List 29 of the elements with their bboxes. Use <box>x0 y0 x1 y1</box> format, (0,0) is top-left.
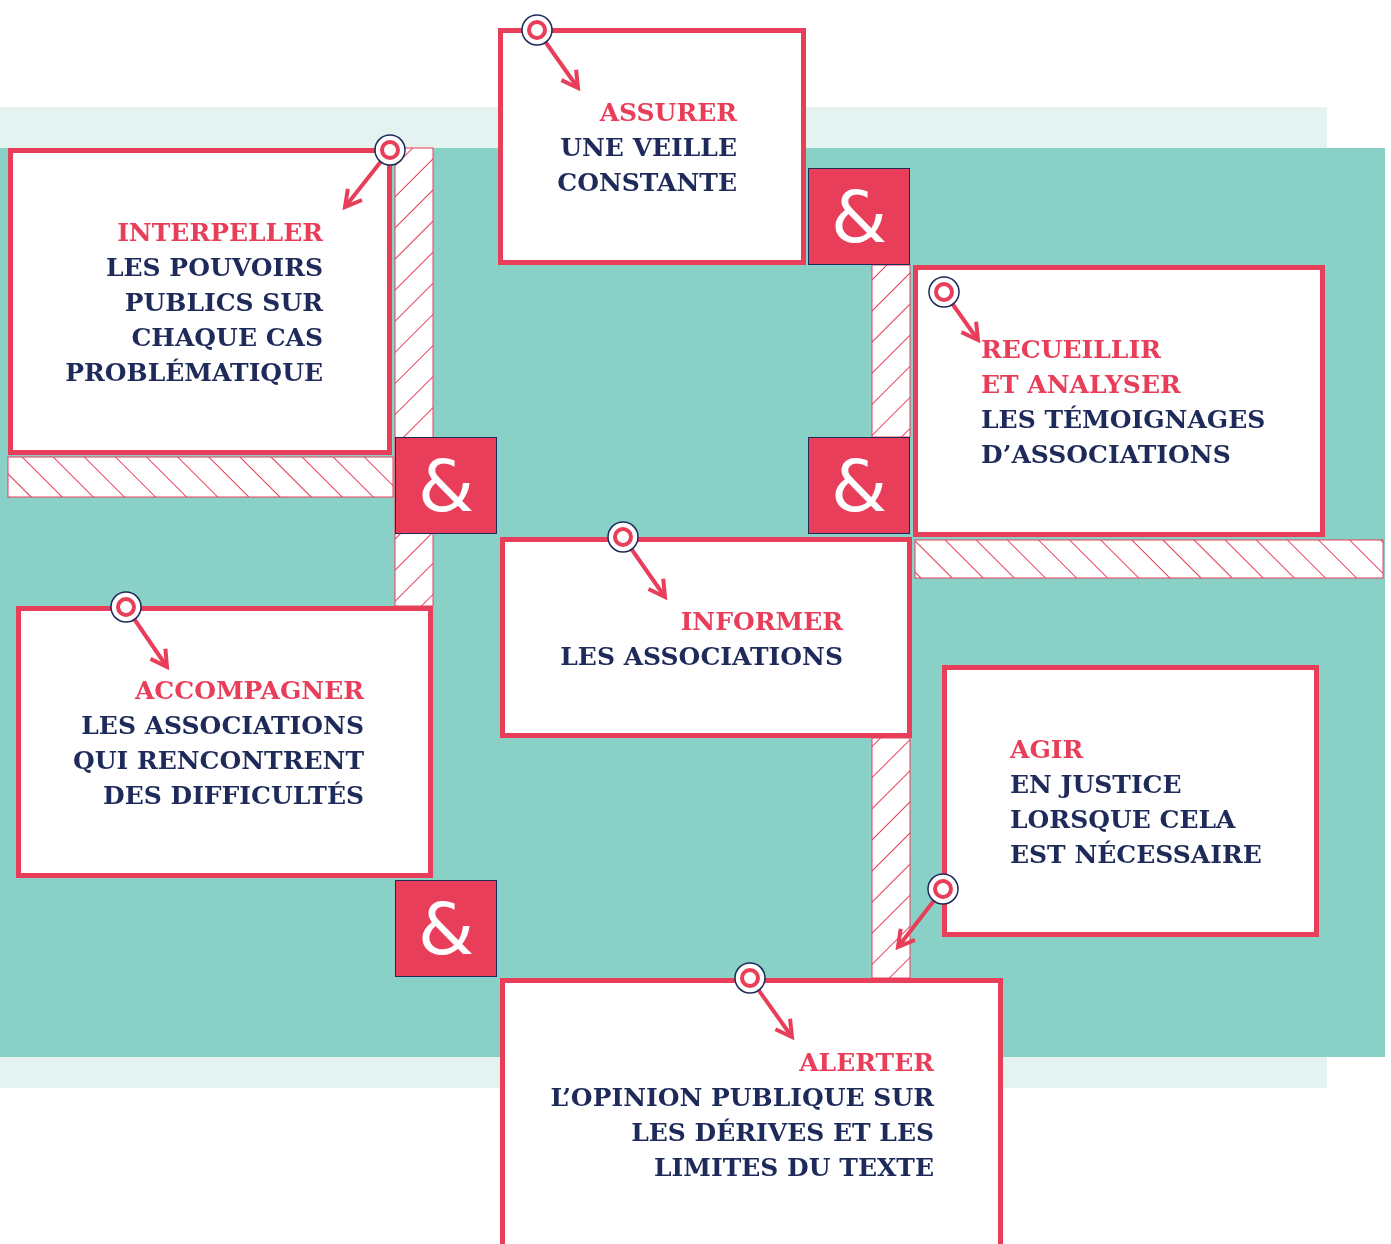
ampersand-tile <box>808 168 910 265</box>
text-card <box>942 665 1319 937</box>
body-text: UNE VEILLE CONSTANTE <box>556 132 737 199</box>
heading-text: INTERPELLER <box>116 217 323 249</box>
body-text: LES ASSOCIATIONS QUI RENCONTRENT DES DIFFICULTÉS <box>71 710 364 812</box>
ampersand-tile <box>395 880 497 977</box>
heading-text: ACCOMPAGNER <box>133 675 364 707</box>
text-card <box>913 265 1325 537</box>
text-card <box>8 148 392 455</box>
text-card <box>500 537 912 738</box>
heading-text: ALERTER <box>798 1047 934 1079</box>
text-card <box>500 978 1003 1244</box>
ampersand-tile <box>808 437 910 534</box>
heading-text: AGIR <box>1010 734 1085 766</box>
body-text: LES TÉMOIGNAGES D’ASSOCIATIONS <box>981 404 1267 471</box>
heading-text: RECUEILLIR ET ANALYSER <box>981 334 1182 401</box>
ampersand-symbol: & <box>417 892 475 965</box>
heading-text: INFORMER <box>679 606 843 638</box>
body-text: EN JUSTICE LORSQUE CELA EST NÉCESSAIRE <box>1010 769 1263 871</box>
body-text: LES POUVOIRS PUBLICS SUR CHAQUE CAS PROBLÉMATIQUE <box>64 252 323 389</box>
ampersand-symbol: & <box>830 449 888 522</box>
text-card <box>498 28 806 265</box>
ampersand-symbol: & <box>830 180 888 253</box>
body-text: L’OPINION PUBLIQUE SUR LES DÉRIVES ET LES LIMITES DU TEXTE <box>549 1082 934 1184</box>
body-text: LES ASSOCIATIONS <box>559 641 843 673</box>
ampersand-symbol: & <box>417 449 475 522</box>
ampersand-tile <box>395 437 497 534</box>
heading-text: ASSURER <box>598 97 737 129</box>
text-card <box>16 606 433 878</box>
